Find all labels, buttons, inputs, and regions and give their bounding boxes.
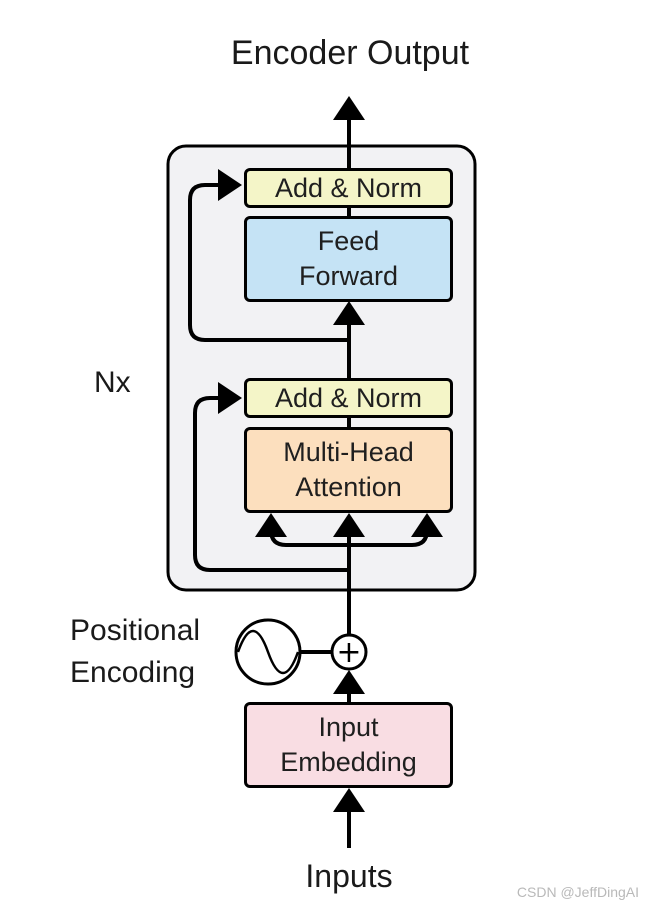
attention-branch-right <box>349 513 443 547</box>
feed-forward-box: Feed Forward <box>244 216 453 302</box>
inputs-label: Inputs <box>305 858 393 894</box>
watermark: CSDN @JeffDingAI <box>516 884 639 900</box>
positional-encoding-label: Positional Encoding <box>70 610 200 694</box>
add-norm-top-label: Add & Norm <box>274 172 423 203</box>
positional-encoding-line1: Positional <box>70 614 201 647</box>
multi-head-attention-line2: Attention <box>295 472 402 502</box>
sine-wave-curve <box>236 630 300 674</box>
encoder-output-title: Encoder Output <box>230 34 470 72</box>
multi-head-attention-box: Multi-Head Attention <box>244 427 453 513</box>
multi-head-attention-line1: Multi-Head <box>283 437 414 467</box>
input-embedding-line1: Input <box>318 712 379 742</box>
residual-connection-attention <box>193 382 349 572</box>
add-norm-bottom-label: Add & Norm <box>274 382 423 413</box>
attention-branch-left <box>255 513 349 547</box>
add-norm-top-box: Add & Norm <box>244 168 453 208</box>
feed-forward-line2: Forward <box>298 261 399 291</box>
feed-forward-line1: Feed <box>317 226 380 256</box>
add-norm-bottom-box: Add & Norm <box>244 378 453 418</box>
input-embedding-box: Input Embedding <box>244 702 453 788</box>
positional-encoding-line2: Encoding <box>70 656 196 689</box>
residual-connection-feedforward <box>188 169 349 342</box>
add-node-symbol: + <box>336 635 361 670</box>
repeat-count-label: Nx <box>94 366 131 399</box>
add-node-icon <box>330 633 368 671</box>
input-embedding-line2: Embedding <box>280 747 417 777</box>
